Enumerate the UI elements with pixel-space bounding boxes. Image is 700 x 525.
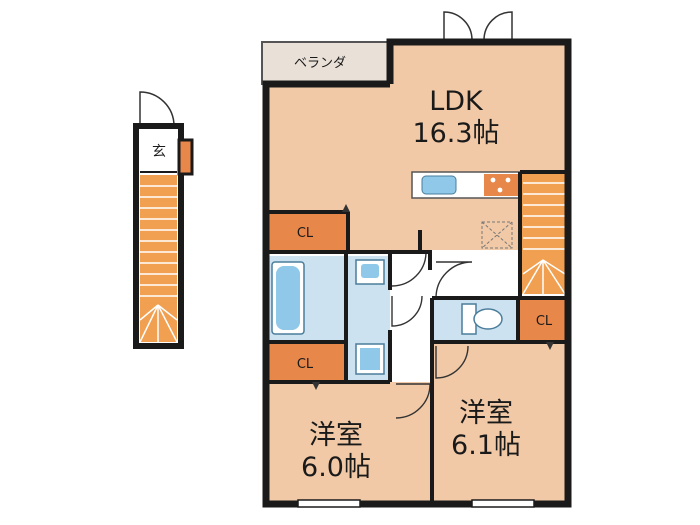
main-unit: ベランダ LDK 16.3帖 [261, 11, 572, 508]
closet-label: CL [297, 226, 314, 241]
veranda-label: ベランダ [294, 56, 346, 71]
closet-upper [266, 212, 348, 250]
shoe-closet [177, 138, 194, 176]
western-room-right-name: 洋室 [459, 398, 513, 429]
bathtub-basin [276, 266, 300, 330]
washbasin-bowl [361, 264, 379, 278]
ldk-name: LDK [429, 86, 484, 117]
ldk-size: 16.3帖 [412, 118, 499, 149]
burner-icon [505, 177, 511, 183]
burner-icon [497, 187, 503, 193]
upper-stair-treads [522, 182, 566, 295]
entrance-label: 玄 [152, 143, 166, 160]
veranda [261, 41, 391, 85]
windows [297, 499, 535, 508]
burner-icon [490, 177, 496, 183]
entrance-floor: 玄 [133, 91, 194, 349]
closet-label: CL [536, 314, 553, 329]
balcony-french-doors [443, 11, 513, 41]
western-room-right [434, 342, 568, 504]
genkan-area [140, 130, 177, 172]
toilet-bowl [473, 308, 503, 330]
interior-door-swings [391, 251, 473, 419]
upper-staircase [520, 172, 568, 294]
closet-label: CL [297, 357, 314, 372]
western-room-left-size: 6.0帖 [301, 452, 371, 483]
washing-machine-pan [360, 348, 380, 370]
western-room-left-name: 洋室 [309, 420, 363, 451]
refrigerator-space [481, 221, 513, 249]
kitchen-sink [421, 175, 457, 195]
western-room-right-size: 6.1帖 [451, 430, 521, 461]
entrance-door-swing [139, 91, 175, 127]
western-room-left [266, 382, 432, 504]
lower-stair-treads [139, 185, 178, 343]
closet-right [520, 298, 568, 342]
closet-lower [266, 344, 346, 382]
exterior-walls [262, 38, 572, 508]
stove-top [484, 174, 518, 196]
interior-walls [266, 170, 568, 504]
door-direction-markers [312, 204, 554, 390]
